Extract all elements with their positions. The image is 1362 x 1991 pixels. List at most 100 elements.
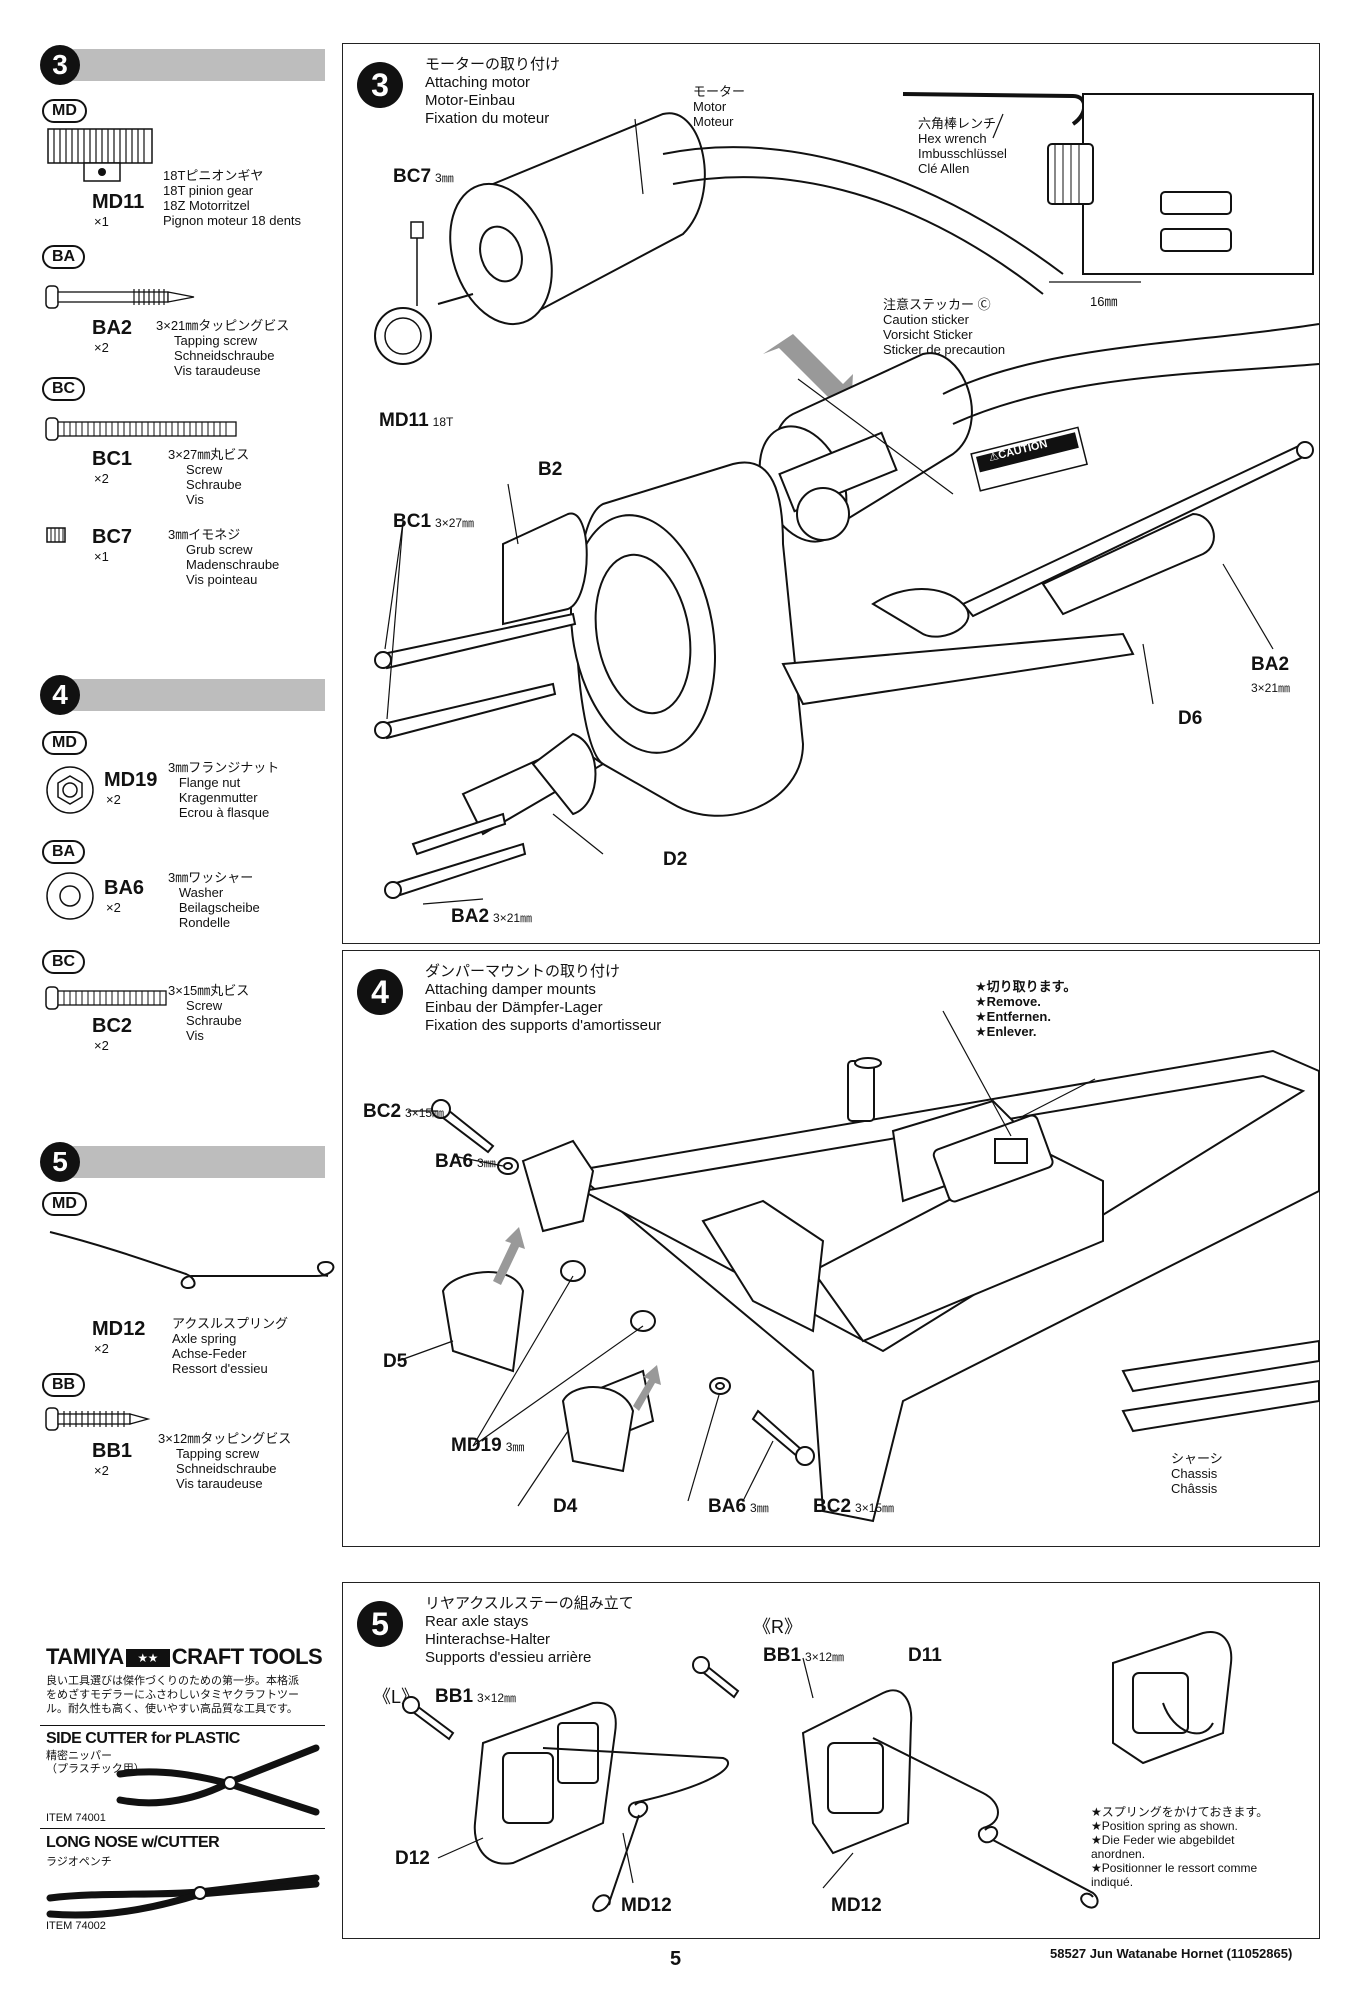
part-id-bb1: BB1 [92,1440,133,1462]
part-id-bc1: BC1 [92,448,133,470]
bag-code-md: MD [42,99,87,123]
panel-title: ダンパーマウントの取り付け Attaching damper mounts Ei… [425,963,662,1034]
side-cutter-icon [116,1744,320,1816]
part-id-ba2: BA2 [92,317,133,339]
ad-tool2-jp: ラジオペンチ [46,1856,112,1868]
tamiya-star-logo: ★★ [125,1649,170,1667]
step-number: 4 [40,675,80,715]
long-nose-pliers-icon [46,1874,320,1919]
label-d11: D11 [908,1645,942,1666]
panel-title: リヤアクスルステーの組み立て Rear axle stays Hinterach… [425,1595,634,1666]
step-number: 4 [357,969,403,1015]
tapping-screw-icon [45,285,195,309]
label-md12: MD12 [621,1895,672,1916]
right-side-mark: 《R》 [753,1617,802,1637]
part-id-bc7: BC7 [92,526,133,548]
part-id-md19: MD19 [104,769,158,791]
motor-label: モーター Motor Moteur [693,84,746,129]
part-desc: 3×15㎜丸ビス Screw Schraube Vis [168,983,250,1043]
page-number: 5 [670,1948,682,1970]
part-qty: ×2 [94,471,109,486]
ad-intro: 良い工具選びは傑作づくりのための第一歩。本格派 をめざすモデラーにふさわしいタミ… [46,1675,299,1715]
label-d4: D4 [553,1496,578,1517]
part-qty: ×1 [94,549,109,564]
pinion-gear-icon [47,128,153,182]
flange-nut-icon [46,766,94,814]
sidebar-step3-header: 3 [40,45,325,85]
label-d12: D12 [395,1848,430,1869]
ad-tool1-name: SIDE CUTTER for PLASTIC [46,1730,240,1747]
step-number: 3 [40,45,80,85]
tapping-screw-icon [45,1407,151,1431]
bag-code-bb: BB [42,1373,86,1397]
craft-tools-ad: TAMIYA★★CRAFT TOOLS 良い工具選びは傑作づくりのための第一歩。… [40,1620,325,1940]
part-id-md11: MD11 [92,191,145,213]
part-qty: ×2 [106,792,121,807]
part-desc: 3㎜イモネジ Grub screw Madenschraube Vis poin… [168,527,280,587]
dim-16mm: 16㎜ [1090,294,1118,309]
label-d6: D6 [1178,708,1203,729]
hex-wrench-label: 六角棒レンチ Hex wrench Imbusschlüssel Clé All… [918,116,1007,176]
screw-icon [45,986,167,1010]
step5-panel: 5 リヤアクスルステーの組み立て Rear axle stays Hintera… [342,1582,1320,1939]
spring-note: ★スプリングをかけておきます。 ★Position spring as show… [1091,1805,1269,1889]
bag-code-bc: BC [42,377,86,401]
part-qty: ×2 [94,1341,109,1356]
catalog-code: 58527 Jun Watanabe Hornet (11052865) [1050,1946,1293,1961]
step4-panel: 4 ダンパーマウントの取り付け Attaching damper mounts … [342,950,1320,1547]
part-desc: 3×27㎜丸ビス Screw Schraube Vis [168,447,250,507]
part-id-md12: MD12 [92,1318,146,1340]
step-number: 5 [357,1601,403,1647]
axle-spring-icon [49,1231,335,1290]
sidebar-step5-header: 5 [40,1142,325,1182]
bag-code-ba: BA [42,245,86,269]
chassis-label: シャーシ Chassis Châssis [1171,1451,1223,1496]
step3-panel: 3 モーターの取り付け Attaching motor Motor-Einbau… [342,43,1320,944]
bag-code-bc: BC [42,950,86,974]
part-id-bc2: BC2 [92,1015,133,1037]
part-qty: ×2 [94,340,109,355]
ad-tool2-name: LONG NOSE w/CUTTER [46,1834,220,1851]
part-desc: 18Tピニオンギヤ 18T pinion gear 18Z Motorritze… [163,168,302,228]
label-d2: D2 [663,849,688,870]
part-id-ba6: BA6 [104,877,145,899]
caution-sticker-label: 注意ステッカー Ⓒ Caution sticker Vorsicht Stick… [883,297,1006,357]
label-md12: MD12 [831,1895,882,1916]
part-qty: ×2 [94,1038,109,1053]
part-qty: ×2 [94,1463,109,1478]
part-desc: 3×12㎜タッピングビス Tapping screw Schneidschrau… [158,1431,292,1491]
bag-code-md: MD [42,731,87,755]
damper-mount-drawing [397,1010,1320,1523]
step-number: 3 [357,62,403,108]
label-d5: D5 [383,1351,408,1372]
part-desc: 3㎜ワッシャー Washer Beilagscheibe Rondelle [168,870,260,930]
part-desc: 3×21㎜タッピングビス Tapping screw Schneidschrau… [156,318,290,378]
part-qty: ×1 [94,214,109,229]
ad-brand: TAMIYA★★CRAFT TOOLS [46,1644,323,1669]
bag-code-md: MD [42,1192,87,1216]
washer-icon [46,872,94,920]
ad-tool2-item: ITEM 74002 [46,1920,106,1932]
step-number: 5 [40,1142,80,1182]
label-b2: B2 [538,459,563,480]
sidebar-step4-header: 4 [40,675,325,715]
grub-screw-icon [46,527,66,543]
ad-tool1-item: ITEM 74001 [46,1812,106,1824]
part-desc: 3㎜フランジナット Flange nut Kragenmutter Ecrou … [168,760,280,820]
motor-assembly-drawing [374,92,1320,905]
part-qty: ×2 [106,900,121,915]
bag-code-ba: BA [42,840,86,864]
axle-stay-drawing [402,1631,1233,1912]
